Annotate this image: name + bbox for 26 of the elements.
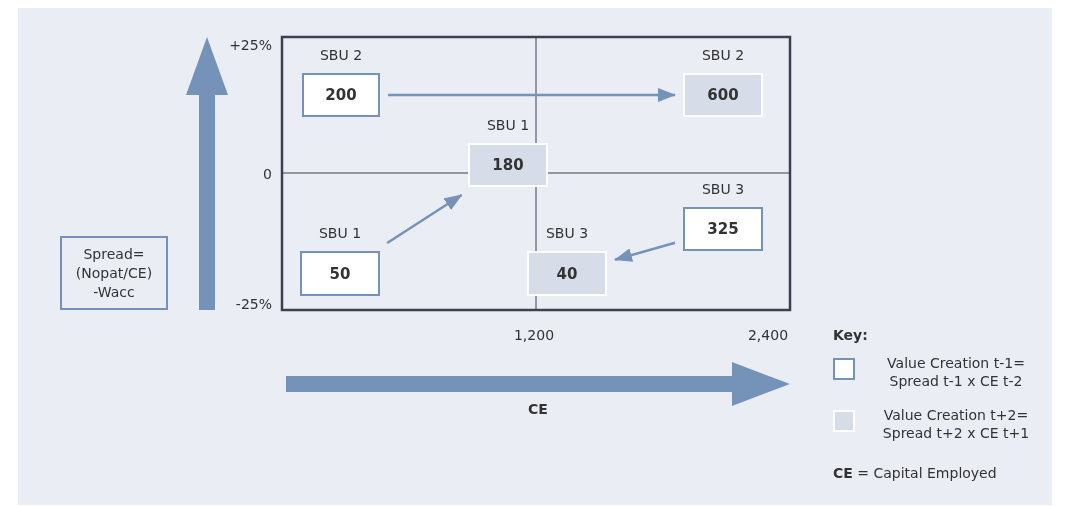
axis-tick-label: 0 [263, 166, 272, 182]
unit-label: SBU 2 [319, 47, 363, 63]
value-box: 200 [302, 73, 380, 117]
axis-title: CE [528, 401, 548, 417]
arrow [386, 193, 463, 245]
value-box: 180 [468, 143, 548, 187]
axis-tick-label: +25% [229, 37, 272, 53]
arrow [614, 241, 676, 262]
value-box: 40 [527, 251, 607, 296]
legend-text: Value Creation t-1= Spread t-1 x CE t-2 [886, 354, 1026, 390]
definition-note: CE = Capital Employed [833, 465, 997, 481]
axis-tick-label: -25% [235, 296, 272, 312]
value-box: 50 [300, 251, 380, 296]
axis-tick-label: 2,400 [747, 327, 789, 343]
axis-tick-label: 1,200 [513, 327, 555, 343]
formula-box: Spread= (Nopat/CE) -Wacc [60, 236, 168, 310]
unit-label: SBU 2 [701, 47, 745, 63]
unit-label: SBU 1 [318, 225, 362, 241]
value-box: 325 [683, 207, 763, 251]
legend-title: Key: [833, 327, 868, 343]
arrow [388, 88, 676, 102]
unit-label: SBU 3 [545, 225, 589, 241]
value-box: 600 [683, 73, 763, 117]
legend-text: Value Creation t+2= Spread t+2 x CE t+1 [881, 406, 1031, 442]
unit-label: SBU 3 [701, 181, 745, 197]
unit-label: SBU 1 [486, 117, 530, 133]
